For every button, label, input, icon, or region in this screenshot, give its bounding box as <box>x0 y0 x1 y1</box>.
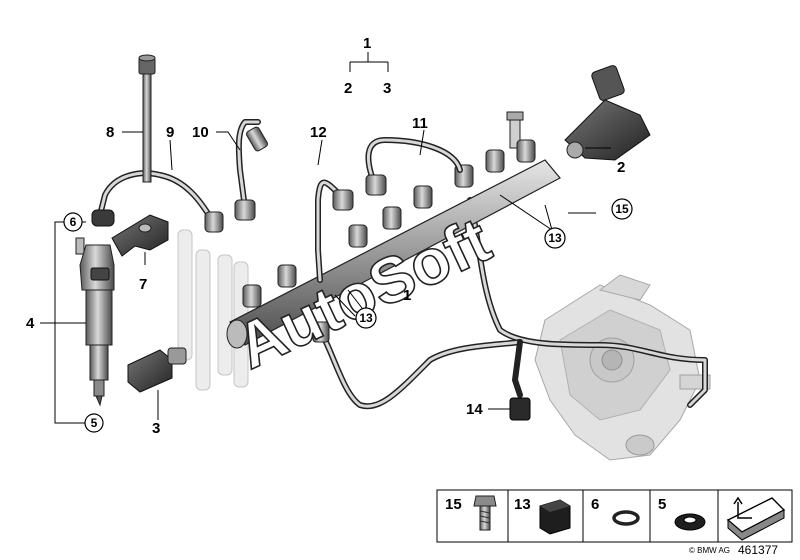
callout-8: 8 <box>106 124 114 141</box>
legend-label-6: 6 <box>591 496 599 513</box>
temperature-sensor <box>127 347 187 393</box>
callout-2b: 2 <box>617 159 625 176</box>
callouts: 1 2 3 2 8 9 10 12 11 4 7 3 1 14 6 5 13 1… <box>26 35 633 437</box>
arrow-symbol-icon <box>726 496 786 541</box>
legend-label-5: 5 <box>658 496 666 513</box>
seal-ring-icon <box>674 513 706 531</box>
reference-number: 461377 <box>738 543 778 557</box>
callout-3b: 3 <box>152 420 160 437</box>
callout-13b: 13 <box>359 311 373 325</box>
o-ring-icon <box>612 510 640 526</box>
fuel-lines <box>322 197 708 410</box>
callout-10: 10 <box>192 124 209 141</box>
callout-1b: 1 <box>403 287 411 304</box>
legend-label-15: 15 <box>445 496 462 513</box>
callout-9: 9 <box>166 124 174 141</box>
callout-15: 15 <box>615 202 629 216</box>
injector-bolt <box>138 54 156 183</box>
callout-11: 11 <box>412 115 428 132</box>
rubber-mount-icon <box>539 499 571 535</box>
callout-3a: 3 <box>383 80 391 97</box>
callout-7: 7 <box>139 276 147 293</box>
injector-lines <box>97 119 463 343</box>
callout-5: 5 <box>91 416 98 430</box>
parts-legend: 15 13 6 5 <box>436 489 793 543</box>
callout-2a: 2 <box>344 80 352 97</box>
callout-4: 4 <box>26 315 35 332</box>
callout-13a: 13 <box>548 231 562 245</box>
callout-12: 12 <box>310 124 327 141</box>
high-pressure-pump <box>534 274 711 461</box>
injector <box>75 237 115 407</box>
injector-clamp <box>111 214 169 257</box>
connector-plug <box>509 397 531 421</box>
callout-6: 6 <box>70 215 77 229</box>
bolt-icon <box>473 495 497 531</box>
callout-14: 14 <box>466 401 483 418</box>
injector-seal <box>91 209 115 227</box>
legend-label-13: 13 <box>514 496 531 513</box>
copyright-text: © BMW AG <box>689 546 730 555</box>
pressure-control-valve <box>564 65 651 161</box>
fuel-rail <box>226 111 561 349</box>
ghost-injectors <box>177 229 249 391</box>
callout-1: 1 <box>363 35 371 52</box>
